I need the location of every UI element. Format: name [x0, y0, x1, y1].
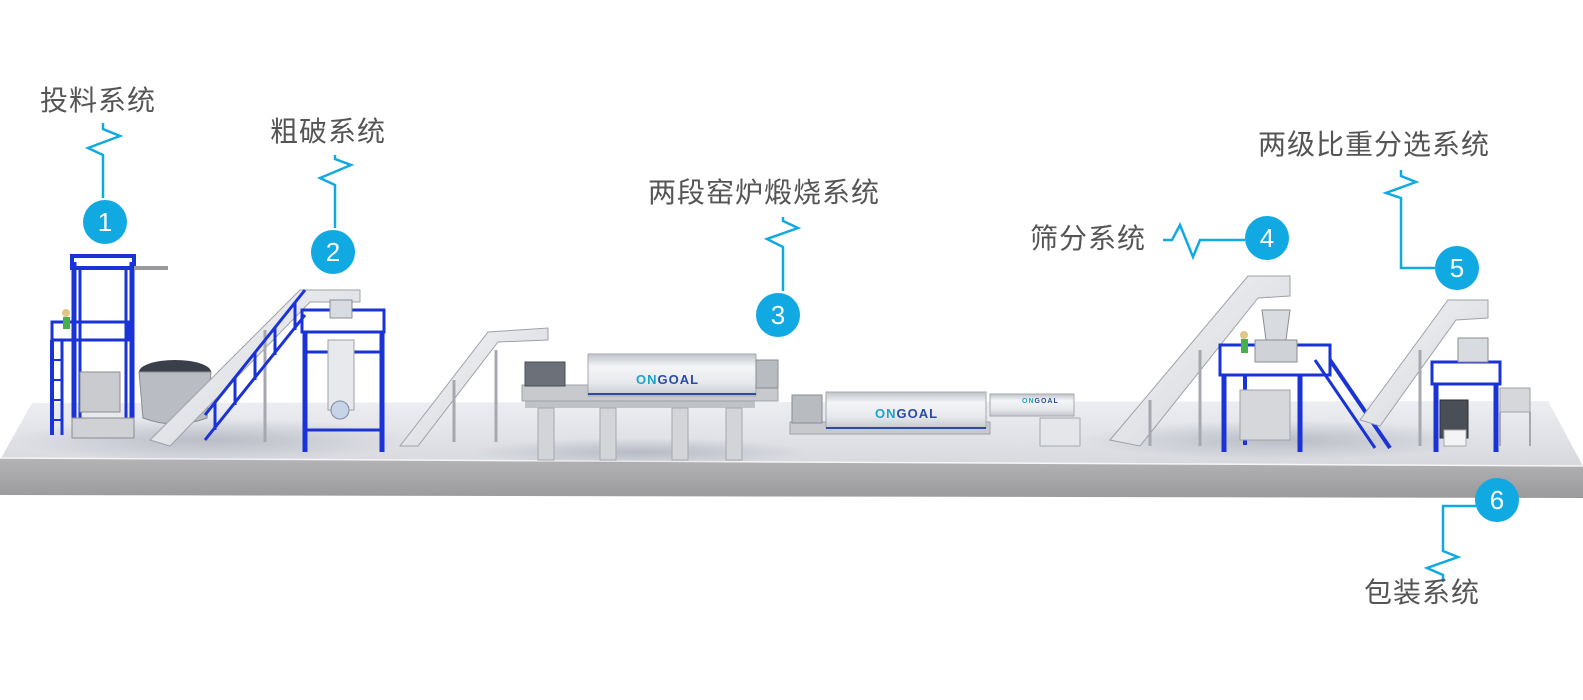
station-1-label: 投料系统 — [40, 84, 157, 117]
station-4-label: 筛分系统 — [1030, 222, 1147, 255]
separation-conveyor — [1359, 299, 1489, 446]
brand-logo-kiln-2: ONGOAL — [875, 406, 939, 421]
station-1-badge[interactable]: 1 — [83, 200, 127, 244]
kiln-1 — [521, 353, 779, 461]
connector-4 — [1163, 222, 1245, 261]
connector-2 — [316, 155, 355, 228]
connector-3 — [763, 217, 802, 291]
inclined-conveyor-2 — [398, 327, 549, 447]
brand-logo-kiln-1: ONGOAL — [636, 372, 700, 387]
station-6-label: 包装系统 — [1364, 576, 1481, 609]
screening-conveyor — [1109, 275, 1291, 447]
brand-logo-kiln-2-tail: ONGOAL — [1022, 398, 1059, 405]
worker-figure — [1240, 331, 1248, 339]
staircase-1 — [203, 289, 307, 441]
connector-6 — [1423, 504, 1476, 582]
station-4-badge[interactable]: 4 — [1245, 216, 1289, 260]
kiln-2 — [789, 391, 1081, 447]
station-2-badge[interactable]: 2 — [311, 230, 355, 274]
station-5-badge[interactable]: 5 — [1435, 246, 1479, 290]
connector-5 — [1382, 170, 1436, 270]
station-6-badge[interactable]: 6 — [1475, 478, 1519, 522]
station-2-label: 粗破系统 — [270, 115, 387, 148]
packaging-system-equipment — [1439, 387, 1531, 447]
connector-1 — [84, 123, 124, 198]
station-3-label: 两段窑炉煅烧系统 — [648, 176, 881, 209]
callout-connectors — [84, 123, 1476, 582]
inclined-conveyor-1 — [149, 289, 361, 447]
station-5-label: 两级比重分选系统 — [1258, 128, 1491, 161]
station-3-badge[interactable]: 3 — [756, 293, 800, 337]
worker-figure — [62, 309, 70, 317]
